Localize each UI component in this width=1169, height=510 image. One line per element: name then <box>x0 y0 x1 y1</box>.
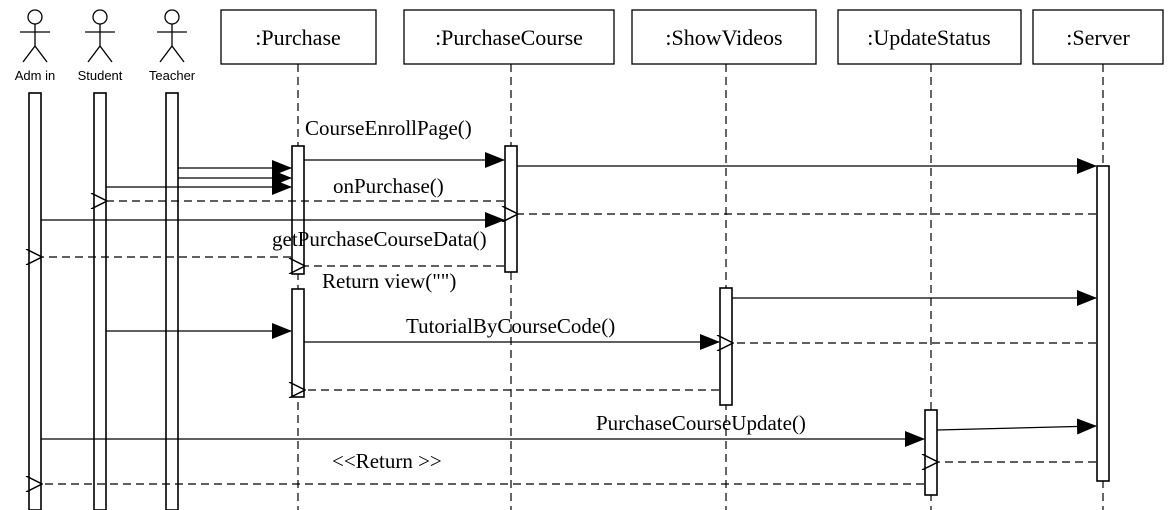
object-box-server <box>1032 9 1164 65</box>
activation-updatestatus <box>924 409 938 496</box>
message-label-return-view: Return view("") <box>322 269 456 293</box>
actor-student: Student <box>78 9 123 83</box>
message-label-onpurchase: onPurchase() <box>333 174 444 198</box>
lifeline-bar-student <box>93 92 107 510</box>
message-label-courseenrollpage: CourseEnrollPage() <box>305 116 472 140</box>
actor-admin: Adm in <box>15 9 55 83</box>
message-label-return: <<Return >> <box>332 449 442 473</box>
lifeline-bar-teacher <box>165 92 179 510</box>
activation-purchase-1 <box>291 145 305 275</box>
actor-label-student: Student <box>78 68 123 83</box>
stick-figure-icon <box>85 9 115 63</box>
actor-label-teacher: Teacher <box>149 68 196 83</box>
object-purchasecourse: :PurchaseCourse <box>403 9 615 65</box>
object-box-showvideos <box>631 9 817 65</box>
stick-figure-icon <box>20 9 50 63</box>
activation-purchasecourse <box>504 145 518 273</box>
object-server: :Server <box>1032 9 1164 65</box>
activation-purchase-2 <box>291 288 305 398</box>
object-label-showvideos: :ShowVideos <box>665 25 782 50</box>
lifeline-bar-admin <box>28 92 42 510</box>
actor-teacher: Teacher <box>149 9 196 83</box>
object-label-purchasecourse: :PurchaseCourse <box>435 25 583 50</box>
stick-figure-icon <box>157 9 187 63</box>
object-showvideos: :ShowVideos <box>631 9 817 65</box>
object-label-updatestatus: :UpdateStatus <box>867 25 990 50</box>
activation-showvideos <box>719 287 733 406</box>
object-box-updatestatus <box>837 9 1022 65</box>
activation-server <box>1096 165 1110 482</box>
object-purchase: :Purchase <box>220 9 377 65</box>
message-label-getpurchasecoursedata: getPurchaseCourseData() <box>272 227 487 251</box>
object-box-purchasecourse <box>403 9 615 65</box>
object-updatestatus: :UpdateStatus <box>837 9 1022 65</box>
message-label-purchasecourseupdate: PurchaseCourseUpdate() <box>596 411 806 435</box>
message-label-tutorialbycoursecode: TutorialByCourseCode() <box>406 314 615 338</box>
object-label-server: :Server <box>1066 25 1130 50</box>
object-label-purchase: :Purchase <box>255 25 341 50</box>
message-arrow-updatestatus-to-server <box>936 418 1097 435</box>
actor-label-admin: Adm in <box>15 68 55 83</box>
